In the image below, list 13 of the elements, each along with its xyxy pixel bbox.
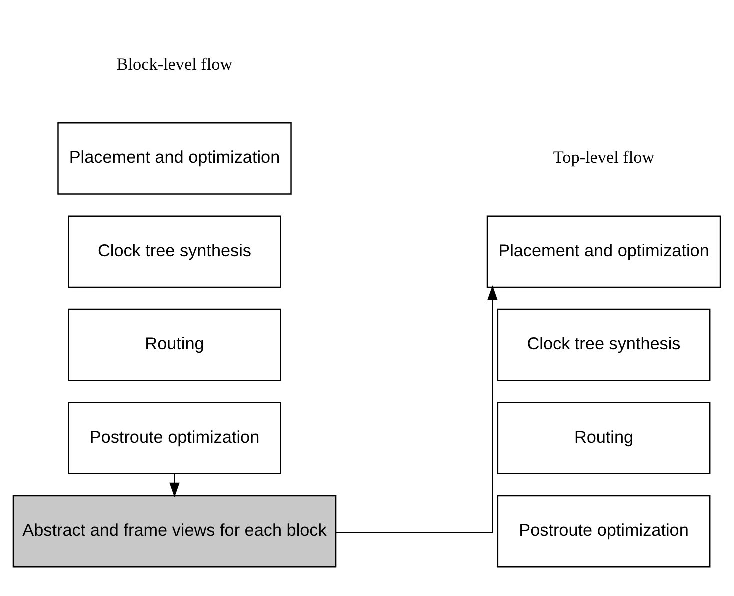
node-box: Placement and optimization xyxy=(486,215,722,288)
node-box: Placement and optimization xyxy=(58,122,292,194)
node-box: Clock tree synthesis xyxy=(68,215,282,288)
label: Block-level flow xyxy=(116,54,233,74)
arrow xyxy=(336,285,498,533)
node-box: Routing xyxy=(68,308,282,381)
node-box: Postroute optimization xyxy=(68,402,282,474)
node-box: Clock tree synthesis xyxy=(497,308,711,381)
label: Top-level flow xyxy=(553,148,655,167)
node-box: Postroute optimization xyxy=(497,494,711,568)
node-box: Abstract and frame views for each block xyxy=(12,494,337,568)
node-box: Routing xyxy=(497,402,711,474)
arrow xyxy=(170,474,180,498)
